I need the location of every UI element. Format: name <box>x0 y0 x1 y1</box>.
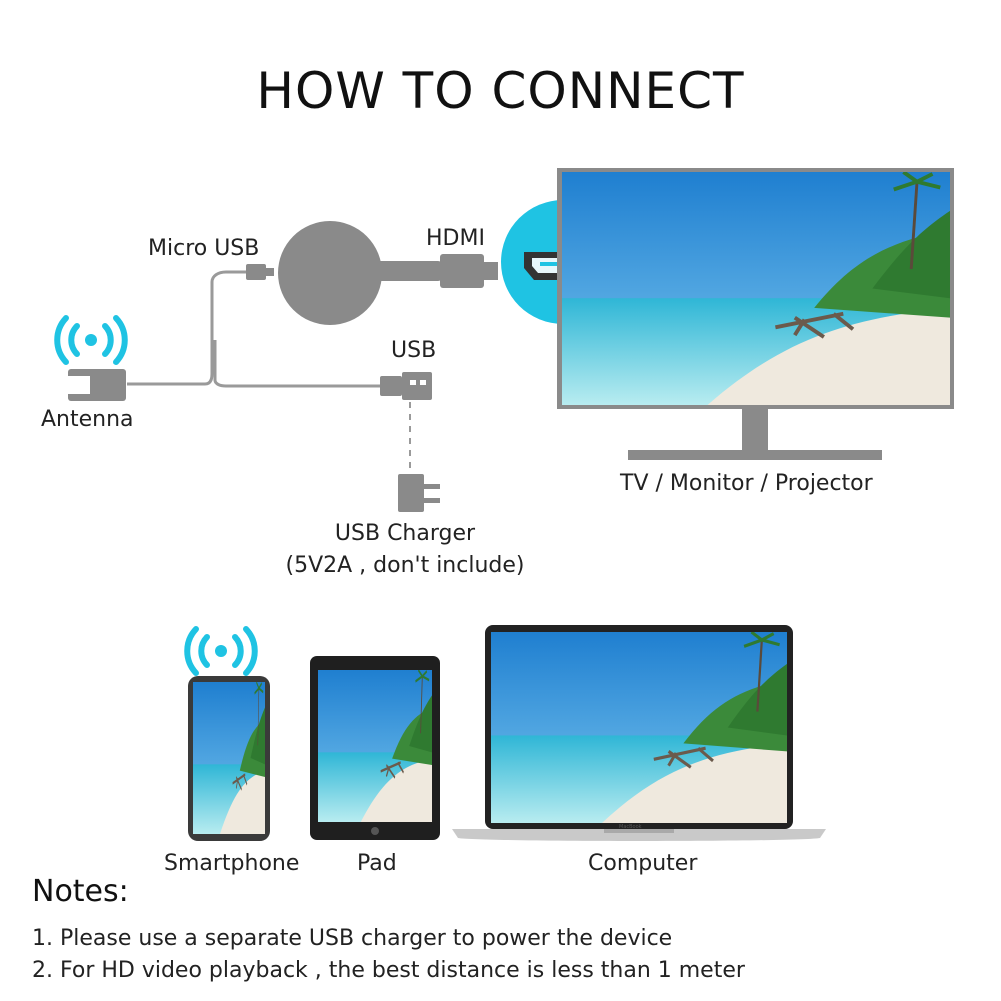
antenna-label: Antenna <box>41 407 134 432</box>
micro-usb-plug <box>246 264 274 280</box>
computer-label: Computer <box>588 851 698 876</box>
pad-label: Pad <box>357 851 397 876</box>
dongle-device <box>278 221 498 325</box>
page-title: HOW TO CONNECT <box>256 62 745 120</box>
tv-monitor <box>557 168 954 460</box>
tablet-device <box>310 656 440 840</box>
notes-heading: Notes: <box>32 874 129 909</box>
laptop-brand-label: MacBook <box>619 824 642 830</box>
usb-label: USB <box>391 338 437 363</box>
antenna-adapter <box>68 369 126 401</box>
laptop-device <box>452 625 826 841</box>
note-item-2: 2. For HD video playback , the best dist… <box>32 958 745 983</box>
note-item-1: 1. Please use a separate USB charger to … <box>32 926 673 951</box>
tv-label: TV / Monitor / Projector <box>620 471 873 496</box>
usb-plug <box>380 372 432 400</box>
micro-usb-label: Micro USB <box>148 236 260 261</box>
wifi-signal-icon <box>184 626 258 676</box>
charger-label: USB Charger <box>334 521 476 546</box>
charger-note-label: (5V2A , don't include) <box>285 553 525 578</box>
smartphone-device <box>184 626 270 841</box>
smartphone-label: Smartphone <box>164 851 300 876</box>
hdmi-label: HDMI <box>426 226 485 251</box>
wifi-signal-icon <box>54 315 128 365</box>
cable-lines <box>127 270 380 388</box>
usb-charger-icon <box>398 474 440 512</box>
